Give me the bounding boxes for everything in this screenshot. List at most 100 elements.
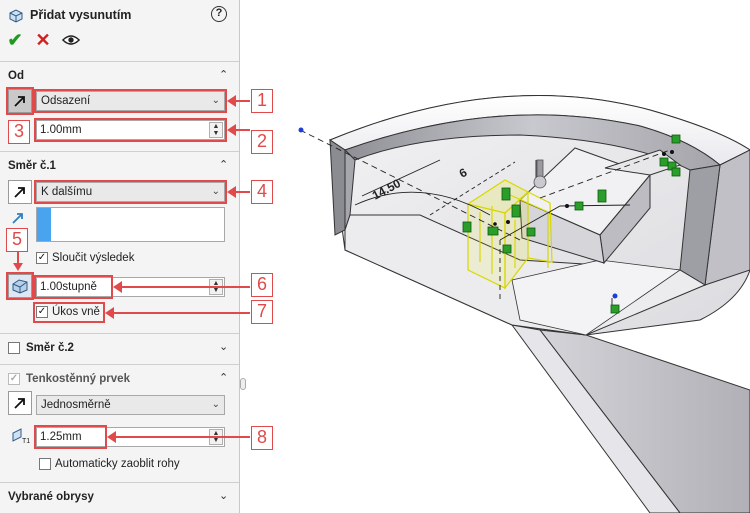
- thickness-value: 1.25mm: [40, 431, 82, 443]
- direction2-checkbox[interactable]: [8, 342, 20, 354]
- panel-title: Přidat vysunutím: [30, 8, 132, 22]
- callout-number: 5: [6, 228, 28, 252]
- section-header-thin-feature[interactable]: ✓ Tenkostěnný prvek: [8, 373, 130, 385]
- boss-extrude-icon: [9, 9, 23, 23]
- list-selection-stripe: [37, 208, 51, 241]
- selection-markers[interactable]: [462, 134, 681, 314]
- offset-distance-value: 1.00mm: [40, 124, 82, 136]
- section-title-from: Od: [8, 70, 24, 82]
- callout-arrow: [227, 186, 250, 198]
- callout-arrow: [107, 431, 250, 443]
- auto-fillet-label: Automaticky zaoblit rohy: [55, 458, 180, 470]
- annotation-box: [34, 89, 227, 113]
- collapse-icon[interactable]: ⌃: [219, 372, 229, 384]
- chevron-down-icon: ⌄: [211, 399, 220, 410]
- ok-button[interactable]: ✔: [7, 30, 23, 50]
- expand-icon[interactable]: ⌄: [219, 341, 229, 353]
- reverse-direction-button[interactable]: [8, 89, 32, 113]
- panel-resize-grip[interactable]: [240, 378, 246, 390]
- arrow-direction-icon: [14, 398, 25, 409]
- arrow-direction-icon: [14, 187, 25, 198]
- reverse-direction-button[interactable]: [8, 180, 32, 204]
- start-condition-select[interactable]: Odsazení ⌄: [36, 91, 225, 111]
- separator: [0, 61, 239, 62]
- cancel-button[interactable]: ✕: [35, 30, 51, 50]
- draft-angle-value: 1.00stupně: [40, 281, 97, 293]
- callout-arrow: [105, 307, 250, 319]
- sketch-dimensions: [299, 129, 671, 310]
- section-header-direction2[interactable]: Směr č.2: [8, 342, 74, 354]
- section-title-thin-feature: Tenkostěnný prvek: [26, 373, 130, 385]
- annotation-box: [34, 425, 107, 449]
- spinner-arrows-icon[interactable]: ▲▼: [209, 122, 223, 138]
- callout-arrow: [227, 95, 250, 107]
- collapse-icon[interactable]: ⌃: [219, 159, 229, 171]
- separator: [0, 364, 239, 365]
- chevron-down-icon: ⌄: [211, 186, 220, 197]
- section-title-direction2: Směr č.2: [26, 342, 74, 354]
- section-header-from[interactable]: Od: [8, 70, 24, 82]
- annotation-box: [6, 87, 34, 115]
- separator: [0, 482, 239, 483]
- auto-fillet-checkbox[interactable]: Automaticky zaoblit rohy: [39, 458, 180, 470]
- endpoint-marker[interactable]: [298, 127, 304, 133]
- thin-type-select[interactable]: Jednosměrně ⌄: [36, 395, 225, 415]
- annotation-box: [34, 275, 113, 299]
- draft-outward-checkbox[interactable]: ✓ Úkos vně: [36, 306, 100, 318]
- chevron-down-icon: ⌄: [211, 95, 220, 106]
- checkbox-unchecked-icon[interactable]: [39, 458, 51, 470]
- drag-handle-icon[interactable]: [533, 159, 547, 189]
- merge-result-label: Sloučit výsledek: [52, 252, 135, 264]
- direction-vector-icon: [12, 213, 23, 224]
- separator: [0, 151, 239, 152]
- help-icon[interactable]: ?: [211, 6, 227, 22]
- end-condition-select[interactable]: K dalšímu ⌄: [36, 182, 225, 202]
- offset-distance-input[interactable]: 1.00mm ▲▼: [36, 120, 225, 140]
- panel-title-bar: Přidat vysunutím: [8, 6, 131, 24]
- svg-text:T1: T1: [22, 438, 30, 445]
- thin-type-value: Jednosměrně: [41, 399, 111, 411]
- model-arm: [510, 324, 750, 513]
- callout-arrow: [113, 281, 250, 293]
- callout-arrow: [227, 124, 250, 136]
- action-bar: ✔ ✕: [6, 31, 80, 49]
- callout-number: 8: [251, 426, 273, 450]
- callout-number: 4: [251, 180, 273, 204]
- merge-result-checkbox[interactable]: ✓ Sloučit výsledek: [36, 252, 134, 264]
- sketch-points: [493, 150, 674, 226]
- callout-number: 7: [251, 300, 273, 324]
- annotation-box: [34, 180, 227, 204]
- collapse-icon[interactable]: ⌃: [219, 69, 229, 81]
- thin-feature-checkbox[interactable]: ✓: [8, 373, 20, 385]
- property-manager-panel: Přidat vysunutím ? ✔ ✕ Od ⌃ Odsazení ⌄: [0, 0, 240, 513]
- callout-number: 6: [251, 273, 273, 297]
- reverse-direction-button[interactable]: [8, 391, 32, 415]
- draft-toggle-button[interactable]: [8, 274, 32, 298]
- endpoint-marker[interactable]: [612, 293, 618, 299]
- annotation-box: [33, 302, 105, 323]
- callout-number: 2: [251, 130, 273, 154]
- start-condition-value: Odsazení: [41, 95, 91, 107]
- section-header-selected-contours[interactable]: Vybrané obrysy: [8, 491, 94, 503]
- annotation-box: [6, 272, 34, 300]
- section-title-direction1: Směr č.1: [8, 160, 56, 172]
- callout-number: 1: [251, 89, 273, 113]
- section-header-direction1[interactable]: Směr č.1: [8, 160, 56, 172]
- callout-arrow-down: [13, 252, 23, 271]
- callout-number: 3: [8, 120, 30, 144]
- direction-reference-list[interactable]: [36, 207, 225, 242]
- thickness-icon: T1: [12, 428, 30, 445]
- arrow-direction-icon: [14, 96, 25, 107]
- draft-outward-label: Úkos vně: [52, 306, 100, 318]
- preview-eye-icon[interactable]: [62, 31, 80, 49]
- checkbox-checked-icon[interactable]: ✓: [36, 252, 48, 264]
- end-condition-value: K dalšímu: [41, 186, 93, 198]
- draft-icon: [12, 279, 28, 294]
- annotation-box: [34, 118, 227, 142]
- expand-icon[interactable]: ⌄: [219, 490, 229, 502]
- separator: [0, 333, 239, 334]
- graphics-viewport[interactable]: 14.50 6: [241, 0, 750, 513]
- section-title-selected-contours: Vybrané obrysy: [8, 491, 94, 503]
- checkbox-checked-icon[interactable]: ✓: [36, 306, 48, 318]
